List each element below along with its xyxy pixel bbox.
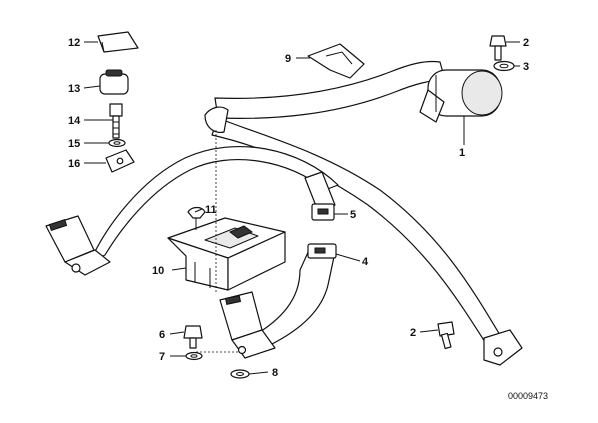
bolt-part-6	[183, 325, 203, 349]
belt-end-fitting	[483, 329, 523, 366]
callout-11: 11	[205, 204, 217, 216]
buckle-console	[167, 217, 286, 291]
callout-16: 16	[68, 158, 80, 170]
leader-lines	[83, 41, 520, 375]
washer-part-8	[230, 369, 250, 379]
callout-3: 3	[523, 61, 529, 73]
bracket-part-16	[105, 149, 135, 173]
cover-part-13	[99, 69, 129, 95]
callout-15: 15	[68, 138, 80, 150]
callout-2-top: 2	[523, 37, 529, 49]
callout-10: 10	[152, 265, 164, 277]
callout-12: 12	[68, 37, 80, 49]
lower-center-buckle	[219, 291, 276, 359]
washer-part-15	[108, 138, 126, 148]
clip-part-11	[187, 206, 206, 230]
belt-guide-part-9	[307, 43, 365, 79]
callout-9: 9	[285, 53, 291, 65]
bolt-part-14	[109, 103, 123, 139]
callout-14: 14	[68, 115, 81, 127]
callout-13: 13	[68, 83, 80, 95]
callout-7: 7	[159, 351, 165, 363]
drawing-code: 00009473	[508, 391, 548, 401]
callout-2-bottom: 2	[410, 327, 416, 339]
left-buckle	[45, 215, 111, 276]
callout-5: 5	[350, 209, 356, 221]
callout-1: 1	[459, 147, 465, 159]
belt-retractor	[419, 69, 503, 123]
bolt-part-2-top	[489, 35, 507, 61]
callout-6: 6	[159, 329, 165, 341]
callout-4: 4	[362, 256, 369, 268]
washer-part-3	[493, 60, 515, 72]
center-buckle-strap	[254, 243, 337, 346]
callout-8: 8	[272, 367, 278, 379]
cap-part-12	[97, 31, 139, 53]
washer-part-7	[185, 351, 203, 361]
bolt-part-2-bottom	[437, 321, 455, 350]
